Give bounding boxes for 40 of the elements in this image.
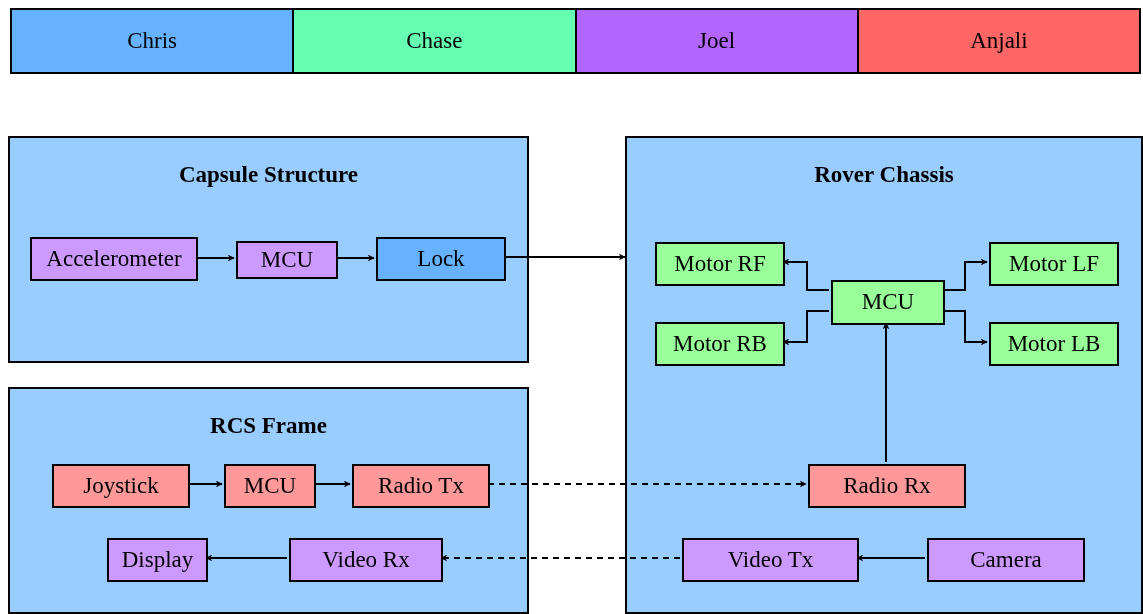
component-box: Motor RF xyxy=(655,242,785,286)
legend-entry: Chris xyxy=(12,10,295,72)
panel-title: Rover Chassis xyxy=(814,161,954,189)
arrow xyxy=(487,480,807,488)
component-box: Radio Tx xyxy=(352,464,490,508)
component-box: Radio Rx xyxy=(808,464,966,508)
group-panel xyxy=(8,136,529,363)
component-box: Motor LF xyxy=(989,242,1119,286)
component-box: Camera xyxy=(927,538,1085,582)
component-box: Video Tx xyxy=(682,538,859,582)
arrow xyxy=(195,254,235,262)
component-box: MCU xyxy=(224,464,316,508)
component-box: Display xyxy=(107,538,208,582)
component-box: Motor RB xyxy=(655,322,785,366)
group-panel xyxy=(625,136,1143,614)
arrow xyxy=(335,254,375,262)
panel-title: Capsule Structure xyxy=(178,161,359,189)
component-box: Joystick xyxy=(52,464,190,508)
component-box: Accelerometer xyxy=(30,237,198,281)
component-box: MCU xyxy=(831,280,945,325)
arrow xyxy=(942,258,988,291)
component-box: MCU xyxy=(236,241,338,279)
arrow xyxy=(440,554,681,562)
group-panel xyxy=(8,387,529,614)
panel-title: RCS Frame xyxy=(210,412,327,440)
arrow xyxy=(313,480,351,488)
arrow xyxy=(782,310,830,346)
component-box: Motor LB xyxy=(989,322,1119,366)
arrow xyxy=(882,322,890,463)
component-box: Lock xyxy=(376,237,506,281)
arrow xyxy=(856,554,926,562)
component-box: Video Rx xyxy=(289,538,443,582)
legend-entry: Joel xyxy=(576,10,859,72)
arrow xyxy=(782,258,830,291)
legend-entry: Anjali xyxy=(858,10,1139,72)
arrow xyxy=(187,480,223,488)
arrow xyxy=(503,253,626,261)
arrow xyxy=(942,310,988,346)
legend-entry: Chase xyxy=(294,10,577,72)
arrow xyxy=(205,554,288,562)
